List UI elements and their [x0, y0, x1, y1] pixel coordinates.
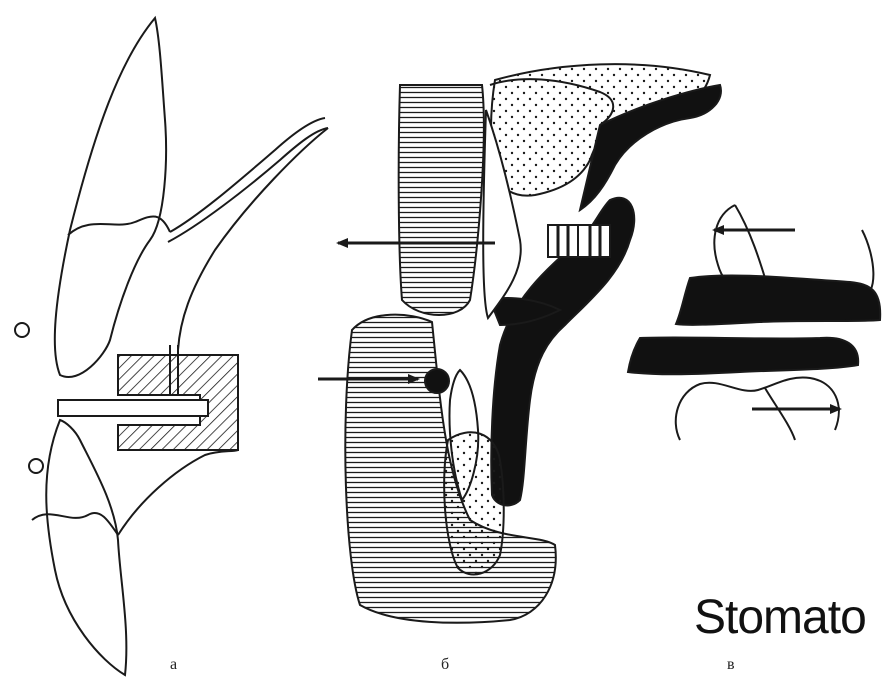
panel-a — [15, 18, 328, 675]
marker-circle-upper — [15, 323, 29, 337]
upper-lip — [399, 85, 484, 315]
panel-c — [628, 205, 880, 440]
upper-jaw-contour-inner — [168, 128, 328, 242]
panel-label-c: в — [727, 656, 735, 674]
lower-gum-line — [32, 513, 118, 535]
occlusal-bar — [58, 400, 208, 416]
lower-tooth-curve — [765, 388, 795, 440]
appliance-strip-lower — [628, 337, 858, 374]
upper-tooth — [55, 18, 166, 377]
upper-jaw-contour — [170, 118, 325, 232]
panel-label-b: б — [441, 656, 449, 674]
contact-dot — [425, 369, 449, 393]
marker-circle-lower — [29, 459, 43, 473]
appliance-strip-upper — [676, 275, 880, 324]
lower-alveolar-bone — [444, 432, 504, 574]
palatal-plate — [178, 128, 328, 350]
lower-jaw-contour — [118, 450, 238, 535]
watermark-text: Stomato — [694, 590, 866, 645]
lower-tooth — [46, 420, 126, 675]
panel-label-a: а — [170, 656, 177, 674]
screw-element — [548, 225, 610, 257]
